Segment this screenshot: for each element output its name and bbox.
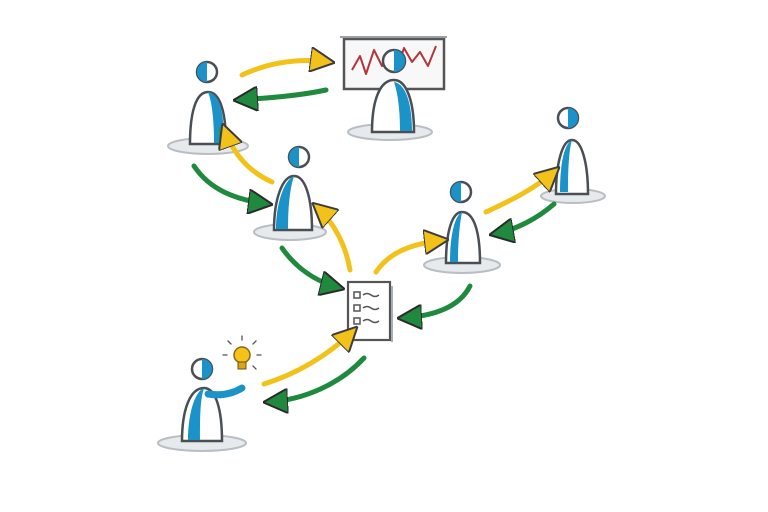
lightbulb-icon bbox=[222, 335, 262, 370]
arrow-checklist-to-idea bbox=[268, 355, 367, 402]
arrow-checklist-to-center bbox=[316, 206, 353, 273]
person-idea-body-accent bbox=[188, 388, 204, 440]
lightbulb-rays bbox=[222, 335, 262, 370]
arrow-center-to-checklist bbox=[279, 245, 340, 288]
lightbulb-base bbox=[237, 361, 247, 370]
person-center bbox=[272, 145, 314, 232]
person-idea-head-accent bbox=[202, 359, 212, 379]
arrow-top-left-to-presenter bbox=[239, 61, 330, 78]
arrow-far-right-to-right bbox=[494, 201, 557, 234]
person-idea-arm bbox=[204, 384, 246, 399]
person-idea bbox=[180, 357, 246, 443]
person-far-right-body-accent bbox=[560, 140, 572, 192]
person-far-right-head-accent bbox=[568, 108, 578, 128]
person-right-head-accent bbox=[451, 182, 461, 202]
arrow-right-to-checklist bbox=[402, 283, 473, 318]
person-right bbox=[444, 180, 482, 265]
person-far-right bbox=[554, 106, 590, 196]
presenter-body-accent bbox=[394, 82, 412, 131]
checklist-document-icon bbox=[346, 280, 393, 342]
presenter-person bbox=[370, 48, 416, 134]
person-center-body-accent bbox=[276, 176, 294, 229]
flow-arrows bbox=[191, 61, 557, 402]
arrow-right-to-far-right bbox=[483, 170, 556, 215]
arrow-checklist-to-right bbox=[373, 240, 444, 275]
lightbulb-glass bbox=[233, 346, 251, 364]
arrow-top-left-to-center bbox=[191, 163, 268, 204]
person-center-head-accent bbox=[289, 147, 299, 167]
person-right-body-accent bbox=[450, 212, 462, 262]
checklist-items bbox=[353, 291, 380, 325]
arrow-presenter-to-top-left bbox=[238, 90, 329, 100]
arrow-idea-to-checklist bbox=[261, 330, 354, 387]
presenter-head-accent bbox=[394, 50, 405, 72]
person-top-left-head-accent bbox=[197, 62, 207, 82]
arrow-center-to-top-left bbox=[224, 128, 275, 185]
person-top-left bbox=[188, 60, 228, 146]
